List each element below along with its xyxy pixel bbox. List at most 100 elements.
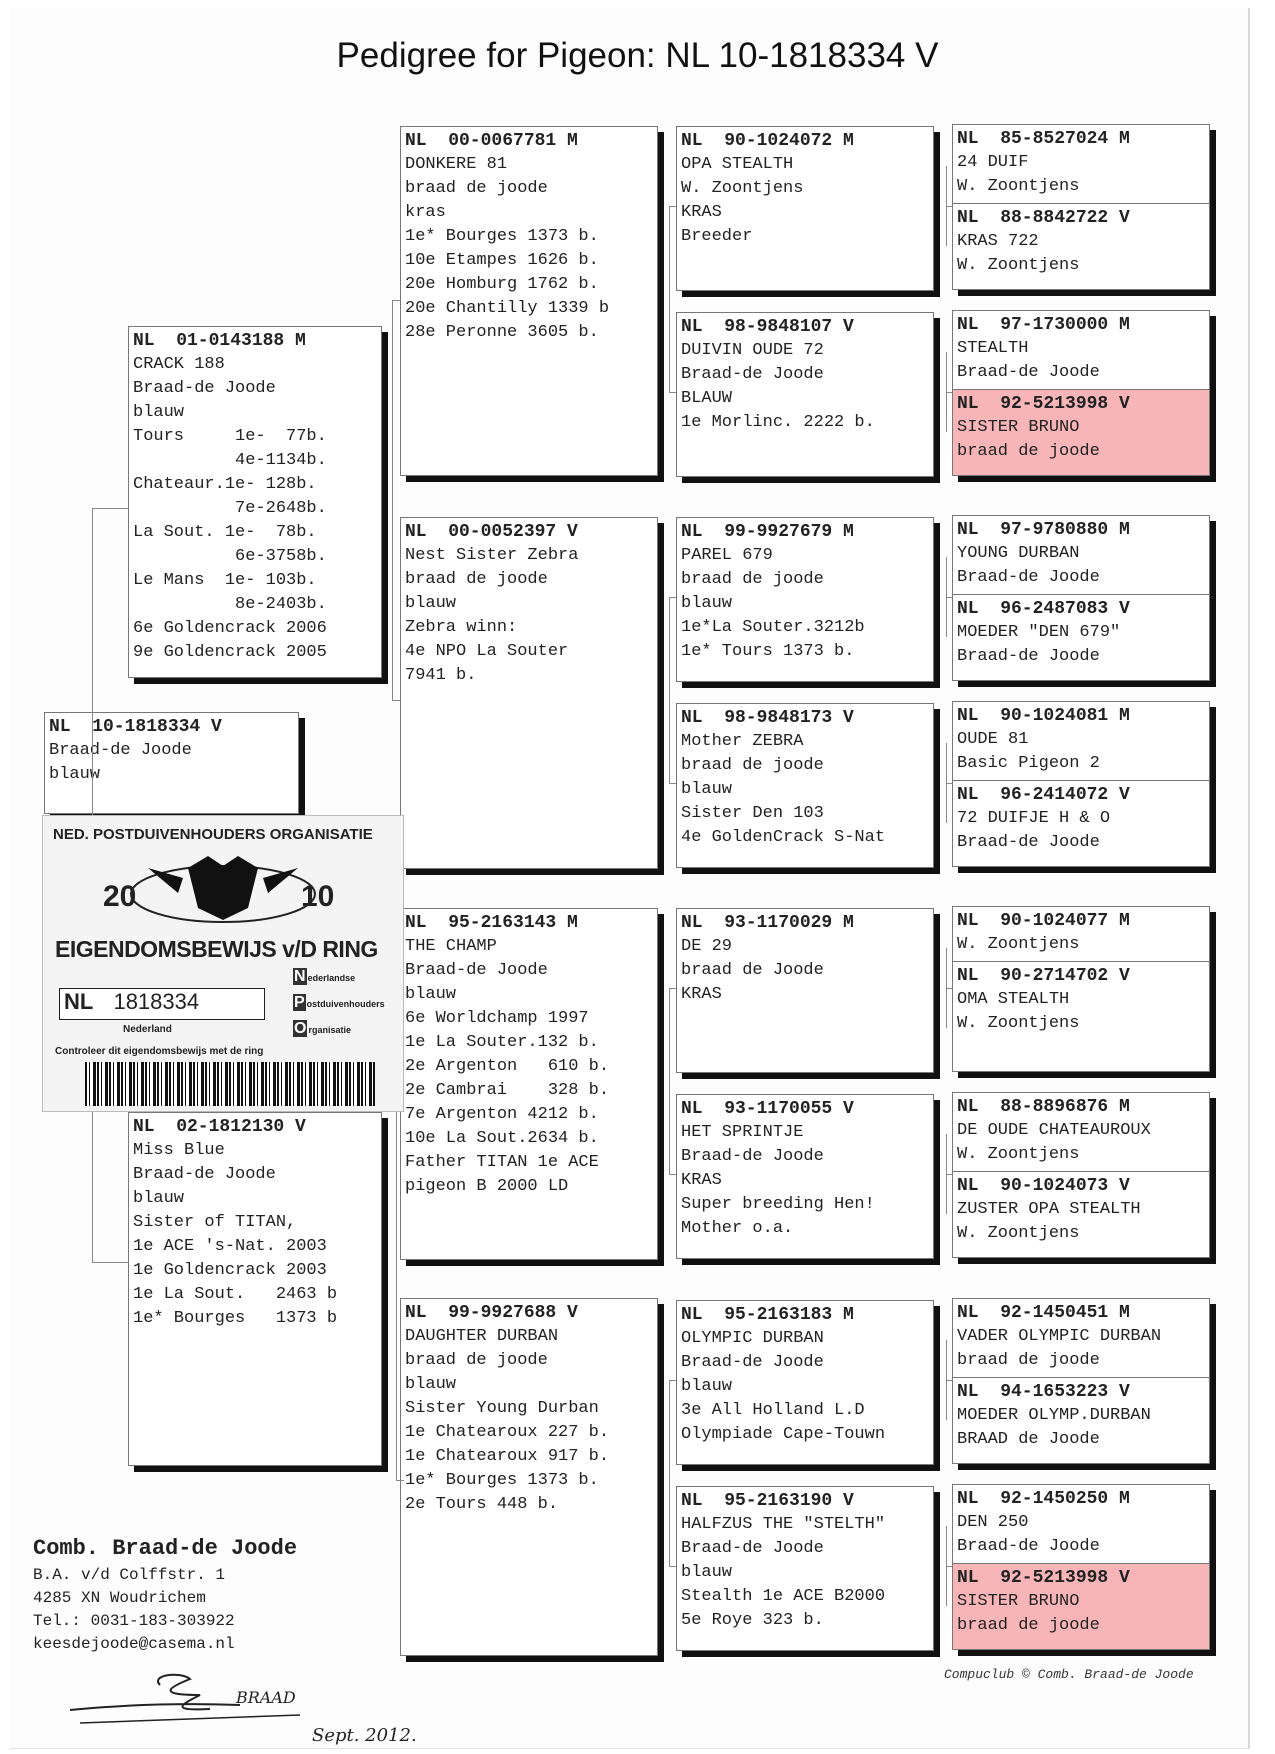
info-line: Braad-de Joode [133,379,276,398]
card-ring-number: 1818334 [113,989,200,1014]
info-line: KRAS [681,203,722,222]
ring-number: NL 96-2487083 V [957,599,1130,619]
ring-number: NL 98-9848173 V [681,708,854,728]
info-line: ZUSTER OPA STEALTH [957,1200,1141,1219]
card-year-right: 10 [301,880,335,913]
connector [946,1174,952,1175]
info-line: Mother o.a. [681,1219,794,1238]
card-org: NED. POSTDUIVENHOUDERS ORGANISATIE [53,826,373,843]
info-line: 1e* Bourges 1373 b. [405,227,599,246]
connector [669,392,676,393]
info-line: 24 DUIF [957,153,1029,172]
info-line: 5e Roye 323 b. [681,1611,824,1630]
ring-number: NL 10-1818334 V [49,717,222,737]
connector [669,1174,676,1175]
info-line: braad de joode [405,570,548,589]
info-line: 4e NPO La Souter [405,642,569,661]
info-line: blauw [49,765,101,784]
info-line: VADER OLYMPIC DURBAN [957,1327,1162,1346]
info-line: 7e Argenton 4212 b. [405,1105,599,1124]
info-line: Super breeding Hen! [681,1195,875,1214]
connector [396,1100,397,1480]
info-line: 20e Homburg 1762 b. [405,275,599,294]
ring-number: NL 00-0067781 M [405,131,578,151]
ring-number: NL 96-2414072 V [957,785,1130,805]
info-line: blauw [405,985,457,1004]
info-line: 72 DUIFJE H & O [957,809,1111,828]
info-line: Braad-de Joode [681,1539,824,1558]
info-line: Braad-de Joode [957,568,1100,587]
breeder-email: keesdejoode@casema.nl [33,1635,235,1653]
card-country: NL [64,989,94,1014]
ring-number: NL 01-0143188 M [133,331,306,351]
connector [946,206,952,207]
ring-number: NL 85-8527024 M [957,129,1130,149]
info-line: SISTER BRUNO [957,1592,1080,1611]
ring-number: NL 95-2163143 M [405,913,578,933]
info-line: blauw [405,594,457,613]
info-line: 2e Argenton 610 b. [405,1057,610,1076]
info-line: braad de Joode [681,961,824,980]
connector [946,597,952,598]
info-line: blauw [681,1377,733,1396]
connector [669,1380,670,1566]
info-line: BRAAD de Joode [957,1430,1100,1449]
info-line: HET SPRINTJE [681,1123,804,1142]
info-line: Miss Blue [133,1141,225,1160]
info-line: 1e* Bourges 1373 b [133,1309,338,1328]
connector [392,300,400,301]
info-line: Chateaur.1e- 128b. [133,475,317,494]
info-line: 1e La Sout. 2463 b [133,1285,338,1304]
signature-date: Sept. 2012. [312,1725,417,1746]
info-line: W. Zoontjens [957,1014,1080,1033]
breeder-info: Comb. Braad-de Joode B.A. v/d Colffstr. … [33,1534,297,1656]
info-line: 3e All Holland L.D [681,1401,865,1420]
ring-number: NL 88-8842722 V [957,208,1130,228]
card-control-note: Controleer dit eigendomsbewijs met de ri… [55,1046,264,1057]
info-line: YOUNG DURBAN [957,544,1080,563]
info-line: Mother ZEBRA [681,732,804,751]
info-line: Sister Den 103 [681,804,824,823]
breeder-address2: 4285 XN Woudrichem [33,1589,206,1607]
card-year-left: 20 [103,880,137,913]
info-line: DUIVIN OUDE 72 [681,341,824,360]
info-line: 1e Chatearoux 917 b. [405,1447,610,1466]
breeder-phone: Tel.: 0031-183-303922 [33,1612,235,1630]
connector [92,508,128,509]
info-line: DONKERE 81 [405,155,508,174]
info-line: HALFZUS THE "STELTH" [681,1515,886,1534]
info-line: blauw [133,403,185,422]
info-line: Braad-de Joode [405,961,548,980]
connector [946,1380,952,1381]
ring-number: NL 92-5213998 V [957,394,1130,414]
info-line: blauw [681,594,733,613]
ring-number: NL 92-1450250 M [957,1489,1130,1509]
info-line: Braad-de Joode [681,365,824,384]
info-line: 2e Cambrai 328 b. [405,1081,610,1100]
card-ownership: EIGENDOMSBEWIJS v/D RING [55,936,378,962]
info-line: braad de joode [957,442,1100,461]
info-line: 1e La Souter.132 b. [405,1033,599,1052]
connector [669,597,670,783]
info-line: W. Zoontjens [957,256,1080,275]
ring-number: NL 93-1170055 V [681,1099,854,1119]
connector [92,1262,128,1263]
info-line: PAREL 679 [681,546,773,565]
info-line: braad de joode [957,1351,1100,1370]
info-line: STEALTH [957,339,1029,358]
